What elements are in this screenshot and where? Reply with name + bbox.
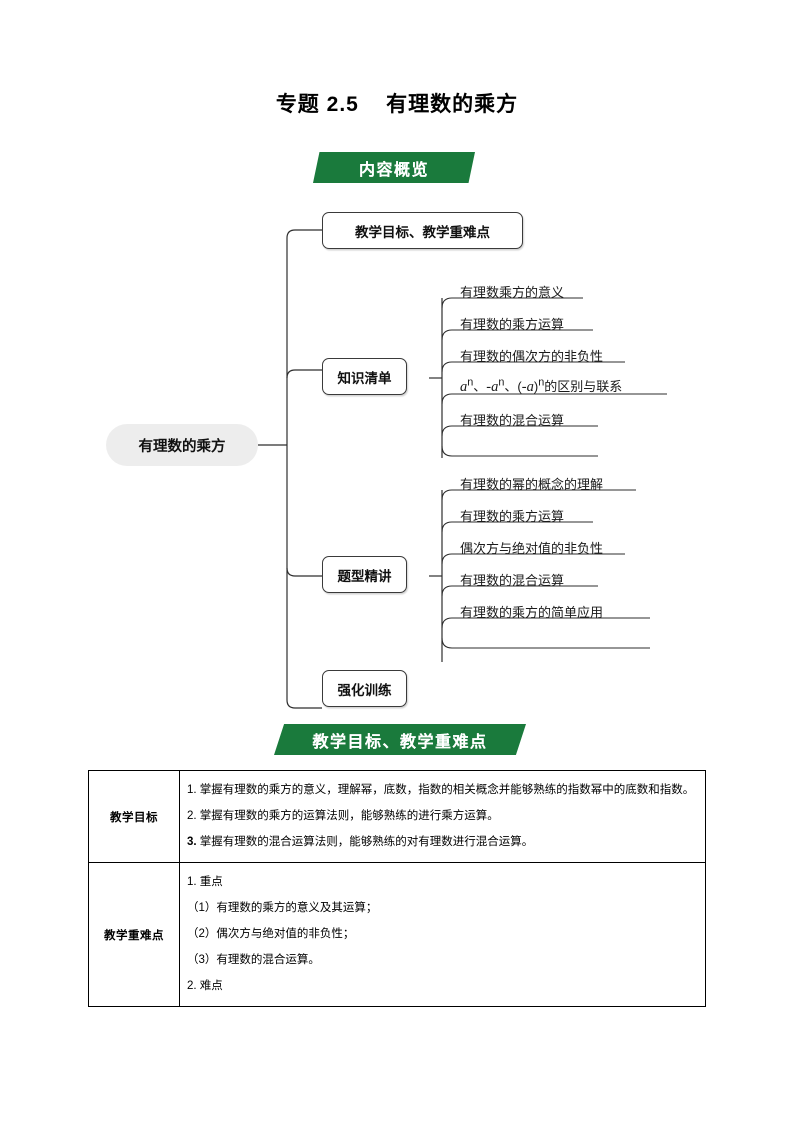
table-cell-line: 1. 重点	[187, 876, 223, 888]
mindmap-branch-label: 知识清单	[337, 370, 392, 386]
table-row-body: 1. 掌握有理数的乘方的意义，理解幂，底数，指数的相关概念并能够熟练的指数幂中的…	[179, 770, 706, 863]
table-row-header: 教学重难点	[88, 862, 180, 1007]
mindmap-branch-label: 教学目标、教学重难点	[355, 224, 490, 240]
section-banner-overview: 内容概览	[313, 152, 475, 183]
mindmap: 有理数的乘方 教学目标、教学重难点 知识清单 题型精讲 强化训练 有理数乘方的意…	[0, 190, 794, 710]
mindmap-leaf-knowledge-4[interactable]: an、-an、(-a)n的区别与联系	[460, 376, 623, 395]
mindmap-leaf-knowledge-5[interactable]: 有理数的混合运算	[460, 413, 565, 428]
mindmap-branch-knowledge-list[interactable]: 知识清单	[322, 358, 407, 395]
mindmap-root-node[interactable]: 有理数的乘方	[106, 424, 258, 466]
mindmap-leaf-knowledge-2[interactable]: 有理数的乘方运算	[460, 317, 565, 332]
table-cell-line: 3. 掌握有理数的混合运算法则，能够熟练的对有理数进行混合运算。	[187, 829, 698, 855]
mindmap-leaf-problem-4[interactable]: 有理数的混合运算	[460, 573, 565, 588]
mindmap-branch-problem-types[interactable]: 题型精讲	[322, 556, 407, 593]
table-cell-line: 2. 掌握有理数的乘方的运算法则，能够熟练的进行乘方运算。	[187, 810, 499, 822]
mindmap-branch-teaching-objectives[interactable]: 教学目标、教学重难点	[322, 212, 523, 249]
mindmap-leaf-problem-5[interactable]: 有理数的乘方的简单应用	[460, 605, 604, 620]
mindmap-leaf-knowledge-3[interactable]: 有理数的偶次方的非负性	[460, 349, 604, 364]
section-banner-objectives-label: 教学目标、教学重难点	[312, 733, 488, 751]
mindmap-leaf-problem-3[interactable]: 偶次方与绝对值的非负性	[460, 541, 604, 556]
objectives-table: 教学目标 1. 掌握有理数的乘方的意义，理解幂，底数，指数的相关概念并能够熟练的…	[88, 770, 706, 1007]
section-banner-overview-label: 内容概览	[358, 161, 429, 179]
table-cell-line-rest: 掌握有理数的混合运算法则，能够熟练的对有理数进行混合运算。	[196, 836, 534, 848]
mindmap-branch-intensive-training[interactable]: 强化训练	[322, 670, 407, 707]
mindmap-leaf-knowledge-1[interactable]: 有理数乘方的意义	[460, 285, 565, 300]
page-title: 专题 2.5 有理数的乘方	[275, 93, 519, 116]
table-cell-line: （1）有理数的乘方的意义及其运算；	[187, 902, 378, 914]
table-row-body: 1. 重点 （1）有理数的乘方的意义及其运算； （2）偶次方与绝对值的非负性； …	[179, 862, 706, 1007]
table-cell-line: 2. 难点	[187, 980, 223, 992]
mindmap-connectors	[258, 229, 667, 709]
table-cell-line: （2）偶次方与绝对值的非负性；	[187, 928, 355, 940]
table-cell-line: （3）有理数的混合运算。	[187, 954, 320, 966]
section-banner-objectives: 教学目标、教学重难点	[274, 724, 526, 755]
mindmap-branch-label: 题型精讲	[337, 568, 392, 584]
table-row: 教学重难点 1. 重点 （1）有理数的乘方的意义及其运算； （2）偶次方与绝对值…	[88, 862, 706, 1007]
table-cell-line: 1. 掌握有理数的乘方的意义，理解幂，底数，指数的相关概念并能够熟练的指数幂中的…	[187, 784, 695, 796]
table-row-header: 教学目标	[88, 770, 180, 863]
table-row: 教学目标 1. 掌握有理数的乘方的意义，理解幂，底数，指数的相关概念并能够熟练的…	[88, 770, 706, 863]
table-cell-line-num: 3.	[187, 836, 197, 848]
mindmap-leaf-problem-2[interactable]: 有理数的乘方运算	[460, 509, 565, 524]
mindmap-leaf-problem-1[interactable]: 有理数的幂的概念的理解	[460, 477, 604, 492]
mindmap-branch-label: 强化训练	[337, 682, 392, 698]
mindmap-root-label: 有理数的乘方	[138, 438, 226, 455]
